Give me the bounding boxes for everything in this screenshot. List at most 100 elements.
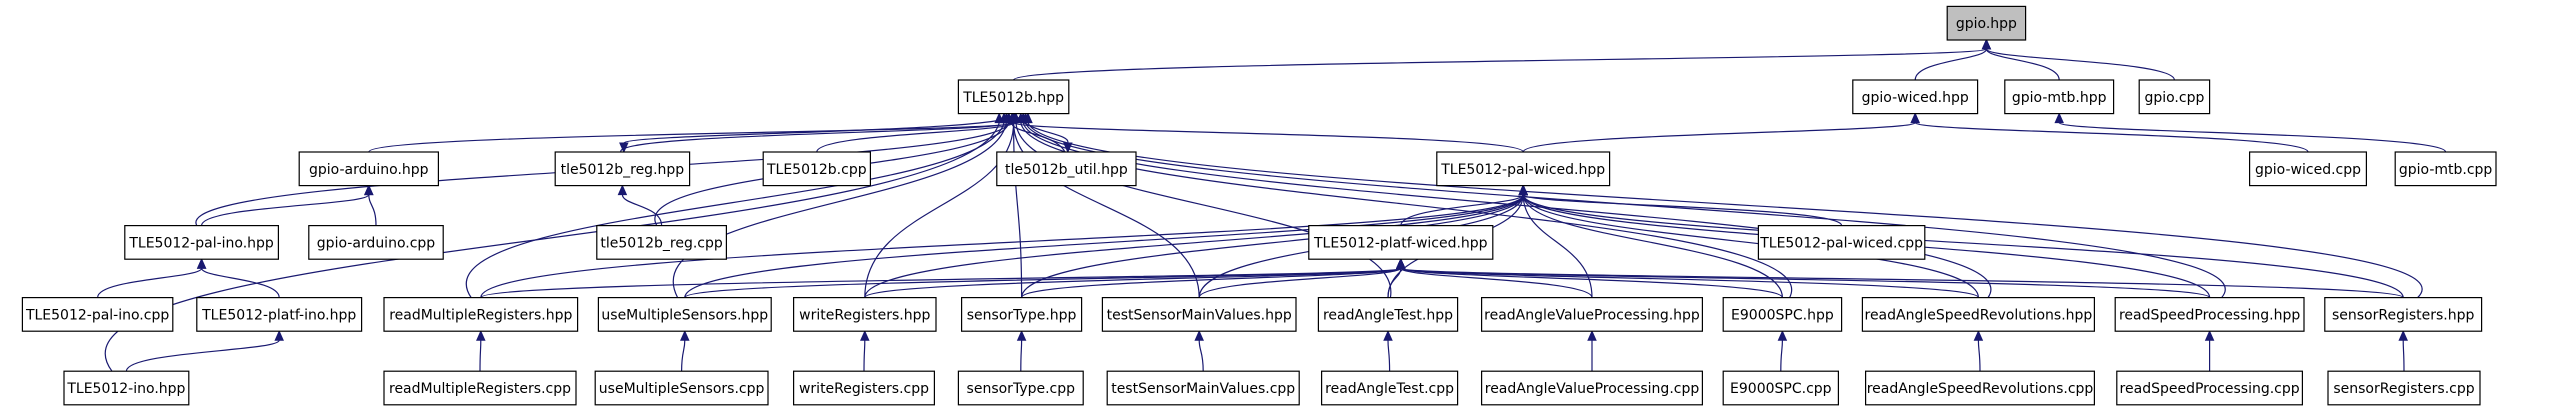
node-box	[2138, 79, 2211, 115]
node-e9000_cpp[interactable]: E9000SPC.cpp	[1722, 370, 1839, 406]
node-read_angle_sr_hpp[interactable]: readAngleSpeedRevolutions.hpp	[1861, 297, 2096, 332]
node-label: readAngleValueProcessing.hpp	[1484, 307, 1700, 323]
node-gpio_cpp[interactable]: gpio.cpp	[2138, 79, 2211, 115]
node-box	[1317, 297, 1459, 332]
node-box	[762, 151, 872, 187]
edge-ino_hpp-to-platf_ino_hpp	[125, 329, 284, 372]
node-tle5012b_hpp[interactable]: TLE5012b.hpp	[957, 79, 1070, 115]
node-box	[1757, 225, 1926, 260]
node-pal_ino_cpp[interactable]: TLE5012-pal-ino.cpp	[21, 297, 174, 332]
node-use_mult_cpp[interactable]: useMultipleSensors.cpp	[594, 370, 769, 406]
edge-gpio_mtb_hpp-to-gpio_hpp	[1981, 38, 2060, 81]
node-gpio_arduino_hpp[interactable]: gpio-arduino.hpp	[298, 151, 440, 187]
node-tle5012b_reg_hpp[interactable]: tle5012b_reg.hpp	[554, 151, 691, 187]
node-box	[2324, 297, 2483, 332]
edge-sensor_reg_cpp-to-sensor_reg_hpp	[2398, 329, 2408, 372]
node-box	[2394, 151, 2497, 187]
edge-read_angle_vp_cpp-to-read_angle_vp_hpp	[1587, 329, 1597, 372]
node-read_angle_vp_hpp[interactable]: readAngleValueProcessing.hpp	[1480, 297, 1703, 332]
node-box	[996, 151, 1137, 187]
node-label: TLE5012-platf-wiced.hpp	[1313, 235, 1488, 251]
node-box	[957, 79, 1070, 115]
edge-tle5012b_hpp-to-tle5012b_reg_hpp	[619, 113, 1016, 154]
edge-read_speed_hpp-to-tle5012b_hpp	[1020, 112, 2226, 298]
node-platf_ino_hpp[interactable]: TLE5012-platf-ino.hpp	[196, 297, 363, 332]
node-read_speed_hpp[interactable]: readSpeedProcessing.hpp	[2114, 297, 2305, 332]
node-box	[298, 151, 440, 187]
node-box	[1308, 225, 1494, 260]
node-e9000_hpp[interactable]: E9000SPC.hpp	[1722, 297, 1843, 332]
node-sensor_type_hpp[interactable]: sensorType.hpp	[960, 297, 1083, 332]
node-read_angle_cpp[interactable]: readAngleTest.cpp	[1320, 370, 1459, 406]
node-box	[1436, 151, 1611, 187]
node-gpio_wiced_cpp[interactable]: gpio-wiced.cpp	[2249, 151, 2368, 187]
node-box	[124, 225, 280, 260]
node-tle5012b_cpp[interactable]: TLE5012b.cpp	[762, 151, 872, 187]
edge-write_reg_cpp-to-write_reg_hpp	[860, 329, 870, 372]
node-box	[1101, 297, 1297, 332]
node-label: readAngleTest.cpp	[1325, 381, 1454, 397]
edge-sensor_type_hpp-to-tle5012b_hpp	[1008, 112, 1023, 298]
node-tle5012b_reg_cpp[interactable]: tle5012b_reg.cpp	[596, 225, 727, 260]
node-sensor_reg_hpp[interactable]: sensorRegisters.hpp	[2324, 297, 2483, 332]
node-gpio_hpp[interactable]: gpio.hpp	[1946, 5, 2027, 41]
node-box	[1852, 79, 1979, 115]
edge-tle5012b_hpp-to-gpio_hpp	[1013, 38, 1992, 81]
edge-gpio_arduino_hpp-to-tle5012b_hpp	[368, 112, 1019, 153]
node-box	[1480, 297, 1703, 332]
node-use_mult_hpp[interactable]: useMultipleSensors.hpp	[597, 297, 772, 332]
node-box	[1106, 370, 1300, 406]
node-label: gpio-wiced.hpp	[1862, 90, 1969, 106]
node-label: gpio-wiced.cpp	[2255, 162, 2361, 178]
edge-read_angle_sr_cpp-to-read_angle_sr_hpp	[1973, 329, 1984, 372]
node-box	[1480, 370, 1703, 406]
node-read_angle_hpp[interactable]: readAngleTest.hpp	[1317, 297, 1459, 332]
node-label: gpio.hpp	[1956, 16, 2017, 32]
edge-use_mult_cpp-to-use_mult_hpp	[680, 329, 690, 372]
node-label: readSpeedProcessing.cpp	[2120, 381, 2300, 397]
node-gpio_mtb_cpp[interactable]: gpio-mtb.cpp	[2394, 151, 2497, 187]
node-read_speed_cpp[interactable]: readSpeedProcessing.cpp	[2116, 370, 2304, 406]
edge-tle5012b_reg_cpp-to-tle5012b_reg_hpp	[617, 184, 663, 226]
node-box	[21, 297, 174, 332]
node-read_angle_sr_cpp[interactable]: readAngleSpeedRevolutions.cpp	[1864, 370, 2095, 406]
node-box	[2114, 297, 2305, 332]
node-sensor_type_cpp[interactable]: sensorType.cpp	[957, 370, 1084, 406]
node-label: TLE5012-pal-ino.hpp	[128, 235, 274, 251]
edge-gpio_cpp-to-gpio_hpp	[1981, 38, 2175, 81]
node-box	[792, 297, 937, 332]
node-box	[308, 225, 444, 260]
edge-sensor_reg_hpp-to-platf_wiced_hpp	[1396, 257, 2404, 299]
node-label: TLE5012b.hpp	[962, 90, 1064, 106]
node-sensor_reg_cpp[interactable]: sensorRegisters.cpp	[2327, 370, 2481, 406]
node-read_angle_vp_cpp[interactable]: readAngleValueProcessing.cpp	[1480, 370, 1703, 406]
node-box	[2249, 151, 2368, 187]
node-label: tle5012b_util.hpp	[1005, 162, 1128, 178]
node-test_main_cpp[interactable]: testSensorMainValues.cpp	[1106, 370, 1300, 406]
node-platf_wiced_hpp[interactable]: TLE5012-platf-wiced.hpp	[1308, 225, 1494, 260]
node-label: sensorRegisters.cpp	[2333, 381, 2474, 397]
edge-read_speed_cpp-to-read_speed_hpp	[2204, 329, 2215, 372]
node-write_reg_cpp[interactable]: writeRegisters.cpp	[792, 370, 935, 406]
edge-read_mult_cpp-to-read_mult_hpp	[476, 329, 486, 372]
node-read_mult_cpp[interactable]: readMultipleRegisters.cpp	[383, 370, 577, 406]
node-read_mult_hpp[interactable]: readMultipleRegisters.hpp	[383, 297, 579, 332]
node-pal_wiced_cpp[interactable]: TLE5012-pal-wiced.cpp	[1757, 225, 1926, 260]
node-box	[596, 225, 727, 260]
node-ino_hpp[interactable]: TLE5012-ino.hpp	[63, 370, 190, 406]
node-gpio_arduino_cpp[interactable]: gpio-arduino.cpp	[308, 225, 444, 260]
node-test_main_hpp[interactable]: testSensorMainValues.hpp	[1101, 297, 1297, 332]
node-pal_wiced_hpp[interactable]: TLE5012-pal-wiced.hpp	[1436, 151, 1611, 187]
edge-read_angle_hpp-to-tle5012b_hpp	[1011, 112, 1392, 298]
node-tle5012b_util_hpp[interactable]: tle5012b_util.hpp	[996, 151, 1137, 187]
node-label: readAngleSpeedRevolutions.hpp	[1865, 307, 2093, 323]
node-label: gpio-arduino.hpp	[309, 162, 429, 178]
node-label: readAngleSpeedRevolutions.cpp	[1867, 381, 2094, 397]
node-gpio_mtb_hpp[interactable]: gpio-mtb.hpp	[2004, 79, 2115, 115]
edge-pal_wiced_hpp-to-gpio_wiced_hpp	[1522, 112, 1920, 153]
node-gpio_wiced_hpp[interactable]: gpio-wiced.hpp	[1852, 79, 1979, 115]
node-pal_ino_hpp[interactable]: TLE5012-pal-ino.hpp	[124, 225, 280, 260]
edge-gpio_mtb_cpp-to-gpio_mtb_hpp	[2054, 112, 2447, 153]
node-write_reg_hpp[interactable]: writeRegisters.hpp	[792, 297, 937, 332]
edge-use_mult_hpp-to-tle5012b_hpp	[673, 112, 1012, 298]
